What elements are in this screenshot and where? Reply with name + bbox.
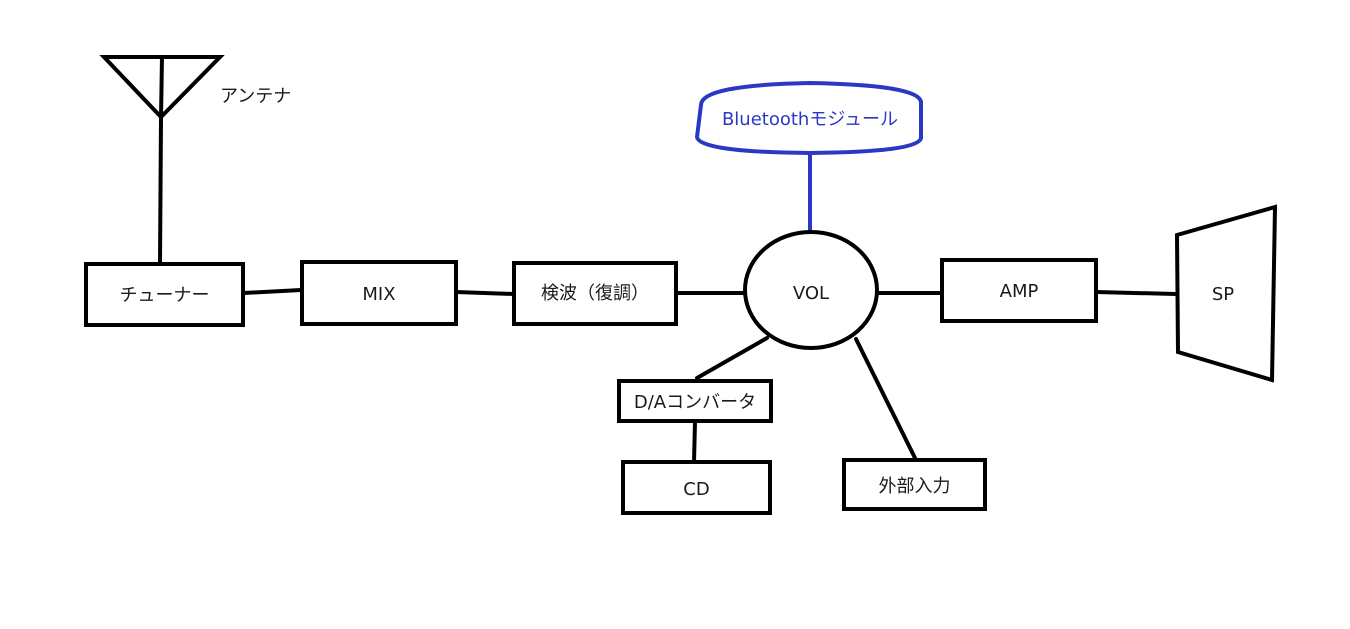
tuner-label: チューナー: [120, 285, 210, 306]
cd-box: [621, 460, 772, 515]
antenna-label: アンテナ: [220, 86, 291, 107]
vol-ellipse: [743, 230, 879, 350]
cd-node: CD: [621, 460, 772, 515]
edge-dac-cd: [692, 420, 697, 464]
detector-box: [512, 261, 678, 326]
detector-node: 検波（復調）: [512, 261, 678, 326]
antenna-node: アンテナ: [99, 55, 291, 120]
amp-label: AMP: [1000, 281, 1039, 302]
bluetooth-node: Bluetoothモジュール: [694, 80, 923, 156]
edge-amp-speaker: [1094, 290, 1178, 296]
mix-box: [300, 260, 458, 326]
edge-antenna-tuner: [158, 116, 163, 266]
tuner-box: [84, 262, 245, 327]
cd-label: CD: [683, 479, 709, 500]
tuner-node: チューナー: [84, 262, 245, 327]
bluetooth-label: Bluetoothモジュール: [722, 109, 898, 130]
speaker-node: SP: [1174, 204, 1278, 383]
detector-label: 検波（復調）: [541, 283, 649, 304]
mix-label: MIX: [362, 284, 395, 305]
bluetooth-shape: [694, 80, 923, 156]
edge-vol-external-input: [854, 337, 917, 460]
edge-tuner-mix: [242, 288, 303, 295]
external-input-box: [842, 458, 987, 511]
external-input-label: 外部入力: [879, 476, 951, 497]
external-input-node: 外部入力: [842, 458, 987, 511]
antenna-mast: [159, 56, 164, 119]
dac-node: D/Aコンバータ: [617, 379, 773, 423]
vol-node: VOL: [743, 230, 879, 350]
edges: [158, 116, 1178, 464]
dac-box: [617, 379, 773, 423]
vol-label: VOL: [793, 283, 829, 304]
mix-node: MIX: [300, 260, 458, 326]
speaker-icon: [1174, 204, 1278, 383]
dac-label: D/Aコンバータ: [634, 392, 756, 413]
amp-box: [940, 258, 1098, 323]
edge-mix-detector: [454, 290, 516, 296]
amp-node: AMP: [940, 258, 1098, 323]
edge-vol-dac: [695, 336, 769, 380]
speaker-label: SP: [1212, 284, 1234, 305]
